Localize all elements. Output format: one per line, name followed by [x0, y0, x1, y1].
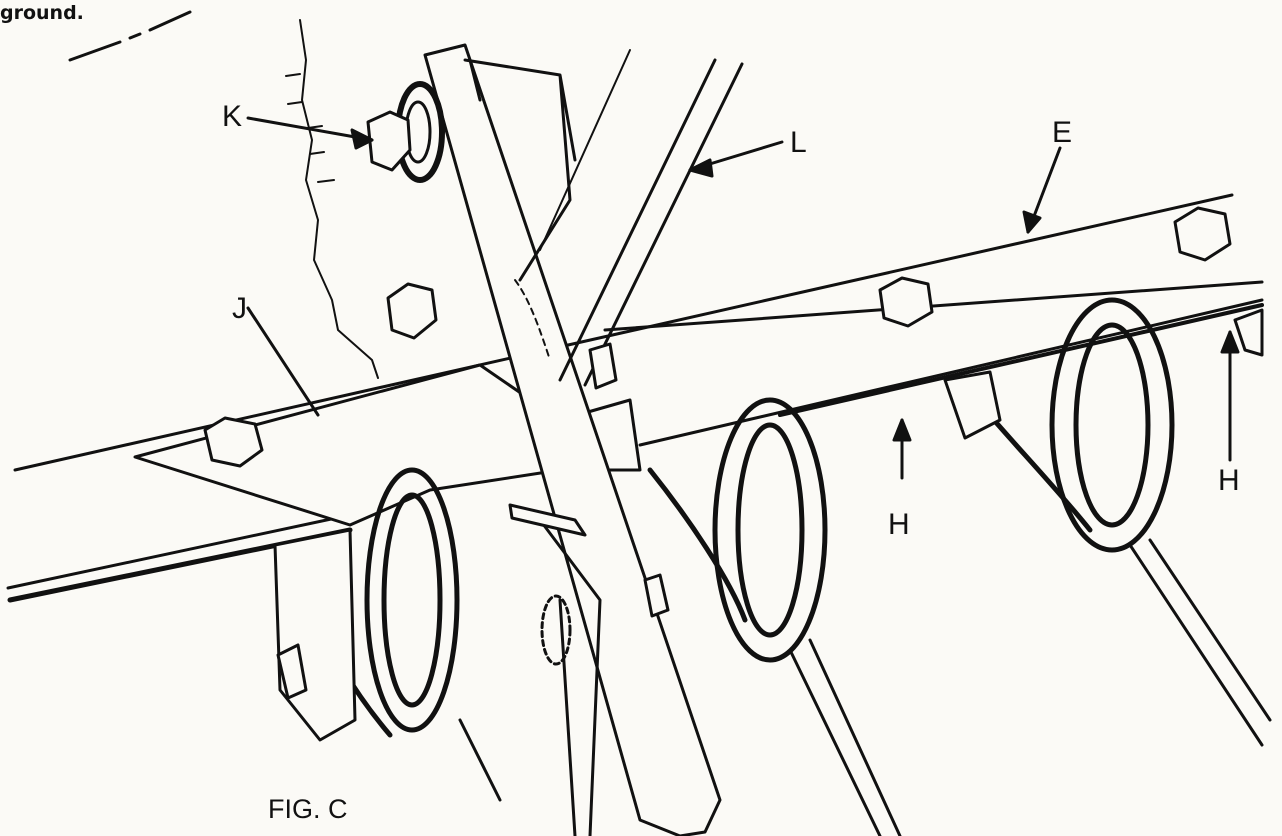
callout-l: L [790, 126, 807, 159]
figure-caption: FIG. C [268, 794, 348, 824]
nuts [203, 206, 1232, 468]
callout-e: E [1052, 116, 1073, 149]
leaders [246, 116, 1240, 480]
dash-dot-line [68, 10, 192, 62]
arm-strap [423, 43, 722, 836]
callout-h-left: H [888, 508, 910, 541]
clips-h [943, 308, 1264, 440]
tines [458, 538, 1272, 836]
bar-e [6, 193, 1264, 603]
coil-springs [297, 297, 1175, 738]
arm-inner-line [468, 58, 482, 102]
lower-bracket [273, 503, 670, 836]
rod-l [558, 58, 744, 387]
bolt-k [366, 81, 445, 183]
cut-hatch [285, 73, 335, 183]
header-text: ground. [0, 2, 84, 24]
cut-edge [299, 19, 379, 379]
callout-k: K [222, 100, 243, 133]
callout-j: J [232, 292, 247, 325]
rod-thin [539, 49, 631, 251]
callout-h-right: H [1218, 464, 1240, 497]
hidden-part [514, 279, 551, 361]
